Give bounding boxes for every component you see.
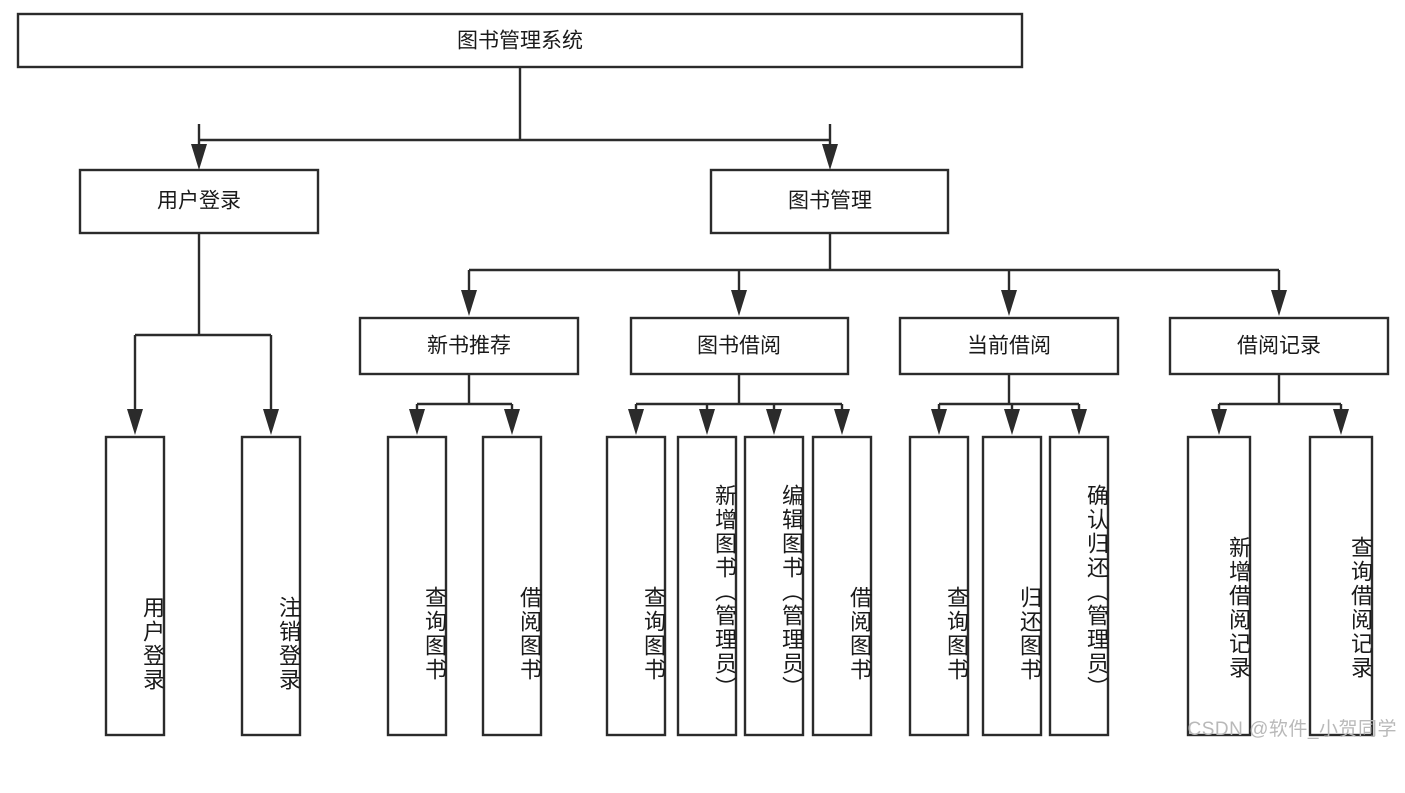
leaf-box-return-book[interactable] (981, 435, 1043, 737)
arrow-icon-query-book-b (628, 409, 644, 435)
arrow-icon-borrow-book-b (834, 409, 850, 435)
arrow-icon-add-book (699, 409, 715, 435)
node-book-borrow-label: 图书借阅 (697, 335, 781, 358)
arrow-icon-user-login (191, 144, 207, 170)
connector-group-user-login (127, 233, 279, 435)
arrow-icon-borrow-record (1271, 290, 1287, 316)
arrow-icon-book-borrow (731, 290, 747, 316)
node-borrow-record[interactable]: 借阅记录 (1168, 316, 1390, 376)
arrow-icon-add-record (1211, 409, 1227, 435)
leaf-box-add-book[interactable] (676, 435, 738, 737)
node-user-login-box[interactable] (78, 168, 320, 235)
connector-group-root (191, 67, 838, 170)
node-root[interactable]: 图书管理系统 (16, 12, 1024, 69)
node-book-management-label: 图书管理 (788, 190, 872, 213)
node-root-label: 图书管理系统 (457, 30, 583, 53)
arrow-icon-current-borrow (1001, 290, 1017, 316)
node-current-borrow-box[interactable] (898, 316, 1120, 376)
leaf-box-user-login[interactable] (104, 435, 166, 737)
node-book-borrow[interactable]: 图书借阅 (629, 316, 850, 376)
node-user-login-label: 用户登录 (157, 190, 241, 213)
arrow-icon-new-book-rec (461, 290, 477, 316)
node-book-management[interactable]: 图书管理 (709, 168, 950, 235)
arrow-icon-leaf-logout (263, 409, 279, 435)
connector-group-borrow-record (1211, 374, 1349, 435)
node-current-borrow[interactable]: 当前借阅 (898, 316, 1120, 376)
leaf-box-query-book-b[interactable] (605, 435, 667, 737)
connector-group-new-book-rec (409, 374, 520, 435)
leaf-box-logout[interactable] (240, 435, 302, 737)
functional-structure-tree: 图书管理系统 用户登录 图书管理 新书推荐 图书借阅 当前借阅 借阅记录 (16, 12, 1390, 737)
leaf-box-add-record[interactable] (1186, 435, 1252, 737)
arrow-icon-leaf-user-login (127, 409, 143, 435)
arrow-icon-query-book-c (931, 409, 947, 435)
node-new-book-recommend[interactable]: 新书推荐 (358, 316, 580, 376)
watermark-text: CSDN @软件_小贺同学 (1187, 719, 1397, 740)
node-book-management-box[interactable] (709, 168, 950, 235)
node-borrow-record-box[interactable] (1168, 316, 1390, 376)
arrow-icon-borrow-book-a (504, 409, 520, 435)
leaf-box-borrow-book-b[interactable] (811, 435, 873, 737)
leaf-box-borrow-book-a[interactable] (481, 435, 543, 737)
node-root-box[interactable] (16, 12, 1024, 69)
arrow-icon-edit-book (766, 409, 782, 435)
node-book-borrow-box[interactable] (629, 316, 850, 376)
leaf-box-query-book-a[interactable] (386, 435, 448, 737)
node-borrow-record-label: 借阅记录 (1237, 335, 1321, 358)
node-user-login[interactable]: 用户登录 (78, 168, 320, 235)
arrow-icon-query-record (1333, 409, 1349, 435)
node-new-book-recommend-box[interactable] (358, 316, 580, 376)
arrow-icon-confirm-return (1071, 409, 1087, 435)
leaf-box-edit-book[interactable] (743, 435, 805, 737)
node-current-borrow-label: 当前借阅 (967, 335, 1051, 358)
connector-group-book-mgmt (461, 233, 1287, 316)
diagram-canvas: 图书管理系统 用户登录 图书管理 新书推荐 图书借阅 当前借阅 借阅记录 (16, 12, 1397, 740)
arrow-icon-return-book (1004, 409, 1020, 435)
node-new-book-recommend-label: 新书推荐 (427, 335, 511, 358)
leaf-box-confirm-return[interactable] (1048, 435, 1110, 737)
connector-group-book-borrow (628, 374, 850, 435)
leaf-box-query-book-c[interactable] (908, 435, 970, 737)
arrow-icon-book-mgmt (822, 144, 838, 170)
arrow-icon-query-book-a (409, 409, 425, 435)
leaf-box-query-record[interactable] (1308, 435, 1374, 737)
connector-group-current-borrow (931, 374, 1087, 435)
